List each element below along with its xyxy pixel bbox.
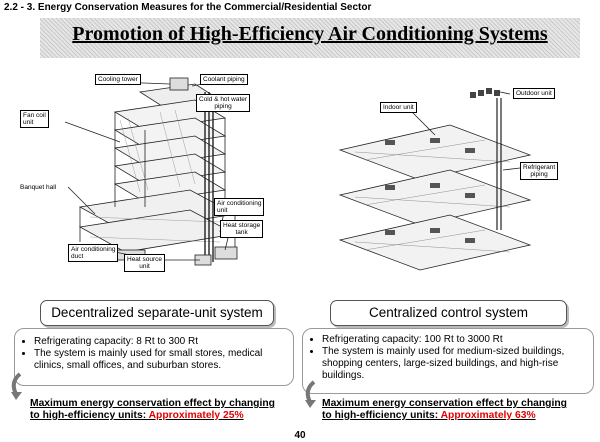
right-effect-line1: Maximum energy conservation effect by ch… bbox=[322, 398, 567, 409]
heat-storage-tank-label: Heat storage tank bbox=[220, 220, 264, 238]
left-curved-arrow-icon bbox=[11, 372, 22, 400]
page-title: Promotion of High-Efficiency Air Conditi… bbox=[72, 23, 548, 45]
left-description-bracket bbox=[14, 328, 294, 386]
right-bullet-capacity: Refrigerating capacity: 100 Rt to 3000 R… bbox=[322, 334, 586, 346]
ac-duct-line1: Air conditioning bbox=[71, 246, 116, 253]
banquet-hall-label: Banquet hall bbox=[20, 184, 57, 191]
building-diagram: Cooling tower Coolant piping Cold & hot … bbox=[20, 72, 280, 277]
title-background bbox=[40, 18, 580, 58]
right-curved-arrow-icon bbox=[305, 380, 316, 408]
right-description-bracket bbox=[302, 328, 594, 394]
ac-unit-line2: unit bbox=[217, 207, 228, 214]
fan-coil-line2: unit bbox=[23, 119, 34, 126]
left-effect-value: Approximately 25% bbox=[148, 410, 244, 421]
section-header: 2.2 - 3. Energy Conservation Measures fo… bbox=[4, 2, 372, 13]
ac-unit-line1: Air conditioning bbox=[217, 200, 262, 207]
heat-storage-line1: Heat storage bbox=[223, 222, 261, 229]
refrigerant-line2: piping bbox=[530, 171, 548, 178]
ac-duct-line2: duct bbox=[71, 253, 84, 260]
cold-hot-water-piping-line2: piping bbox=[214, 103, 232, 110]
refrigerant-line1: Refrigerant bbox=[523, 164, 556, 171]
cold-hot-water-piping-label: Cold & hot water piping bbox=[196, 94, 251, 112]
indoor-unit-label: Indoor unit bbox=[380, 102, 417, 113]
refrigerant-piping-label: Refrigerant piping bbox=[520, 162, 559, 180]
right-bullet-usage: The system is mainly used for medium-siz… bbox=[322, 346, 586, 382]
right-description: Refrigerating capacity: 100 Rt to 3000 R… bbox=[310, 334, 586, 382]
centralized-diagram: Indoor unit Outdoor unit Refrigerant pip… bbox=[325, 80, 585, 280]
left-description: Refrigerating capacity: 8 Rt to 300 Rt T… bbox=[22, 336, 284, 372]
heat-source-line1: Heat source bbox=[127, 256, 163, 263]
building-illustration bbox=[64, 77, 238, 266]
heat-source-unit-label: Heat source unit bbox=[124, 254, 166, 272]
left-bullet-capacity: Refrigerating capacity: 8 Rt to 300 Rt bbox=[34, 336, 284, 348]
left-effect-line1: Maximum energy conservation effect by ch… bbox=[30, 398, 275, 409]
fan-coil-line1: Fan coil bbox=[23, 112, 46, 119]
left-bullet-usage: The system is mainly used for small stor… bbox=[34, 348, 284, 372]
left-effect-line2: to high-efficiency units: bbox=[30, 410, 149, 421]
fan-coil-unit-label: Fan coil unit bbox=[20, 110, 49, 128]
centralized-system-box: Centralized control system bbox=[330, 300, 567, 326]
air-conditioning-duct-label: Air conditioning duct bbox=[68, 244, 119, 262]
left-effect: Maximum energy conservation effect by ch… bbox=[30, 398, 275, 422]
air-conditioning-unit-label: Air conditioning unit bbox=[214, 198, 265, 216]
right-effect-value: Approximately 63% bbox=[440, 410, 536, 421]
heat-source-line2: unit bbox=[139, 263, 150, 270]
decentralized-system-box: Decentralized separate-unit system bbox=[40, 300, 274, 326]
cold-hot-water-piping-line1: Cold & hot water bbox=[199, 96, 248, 103]
coolant-piping-label: Coolant piping bbox=[200, 74, 248, 85]
right-effect: Maximum energy conservation effect by ch… bbox=[322, 398, 567, 422]
outdoor-unit-label: Outdoor unit bbox=[513, 88, 555, 99]
cooling-tower-label: Cooling tower bbox=[95, 74, 141, 85]
page-number: 40 bbox=[294, 430, 306, 441]
right-effect-line2: to high-efficiency units: bbox=[322, 410, 441, 421]
heat-storage-line2: tank bbox=[235, 229, 248, 236]
centralized-illustration bbox=[338, 88, 532, 271]
